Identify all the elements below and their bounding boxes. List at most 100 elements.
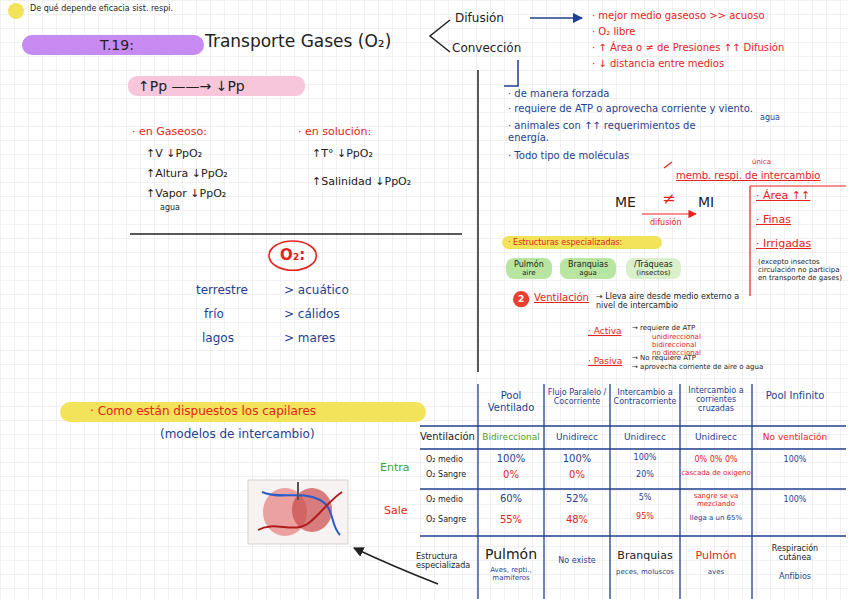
note-text: lagos — [202, 332, 234, 346]
note-text: Intercambio a Contracorriente — [611, 388, 679, 406]
note-text: → Lleva aire desde medio externo a nivel… — [596, 292, 746, 310]
arrow — [642, 213, 696, 214]
note-text: 100% — [563, 453, 592, 465]
note-text: Respiración cutánea — [760, 544, 830, 562]
note-text: MI — [698, 194, 714, 210]
note-text: bidireccional — [652, 341, 696, 349]
title-band: T.19: — [22, 35, 204, 55]
note-text: ↑T° ↓PpO₂ — [312, 148, 373, 161]
note-text: No existe — [555, 556, 599, 565]
table-line — [679, 384, 680, 599]
note-text: 100% — [784, 455, 807, 464]
note-text: ME — [615, 194, 636, 210]
note-text: · Activa — [588, 326, 622, 336]
note-text: 48% — [566, 514, 588, 526]
lung-illustration — [248, 480, 348, 544]
node-text: T.19: — [100, 37, 134, 53]
note-text: Convección — [452, 42, 521, 56]
node-text: · Estructuras especializadas: — [508, 238, 622, 247]
note-text: 55% — [500, 514, 522, 526]
note-text: · O₂ libre — [592, 26, 635, 38]
note-text: ≠ — [662, 190, 675, 208]
note-text: llega a un 65% — [690, 514, 742, 522]
note-text: · requiere de ATP o aprovecha corriente … — [508, 103, 753, 115]
note-text: O₂ medio — [426, 495, 463, 504]
note-text: > acuático — [284, 284, 349, 298]
note-text: 60% — [500, 493, 522, 505]
table-line — [477, 384, 478, 599]
note-text: ↑Vapor ↓PpO₂ — [146, 188, 226, 201]
note-text: No ventilación — [763, 432, 827, 442]
note-text: Flujo Paralelo / Cocorriente — [545, 388, 609, 406]
note-text: agua — [760, 113, 780, 122]
node-text: Branquias — [568, 260, 608, 269]
note-text: terrestre — [196, 284, 248, 298]
node-text: 2 — [518, 294, 524, 304]
note-text: frío — [204, 308, 224, 322]
note-text: Anfibios — [779, 572, 811, 581]
note-text: Pulmón — [696, 550, 737, 563]
note-text: 0% — [503, 469, 519, 481]
pressure-band: ↑Pp ——→ ↓Pp — [128, 76, 305, 96]
note-text: O₂ Sangre — [426, 470, 466, 479]
note-text: Unidirecc — [556, 432, 598, 442]
note-text: 5% — [639, 493, 652, 502]
number-circle: 2 — [512, 290, 530, 308]
note-text: aves — [708, 568, 724, 576]
table-line — [420, 448, 846, 449]
table-line — [420, 488, 846, 489]
highlight-band: · Como están dispuestos los capilares — [60, 402, 426, 422]
bronchiole — [297, 482, 299, 500]
note-text: peces, moluscos — [616, 568, 674, 576]
note-text: memb. respi. de intercambio — [676, 170, 820, 182]
note-text: 0% — [569, 469, 585, 481]
note-text: Branquias — [617, 550, 672, 563]
note-text: O₂ Sangre — [426, 515, 466, 524]
note-text: · Pasiva — [588, 356, 622, 366]
note-text: (excepto insectos circulación no partici… — [758, 258, 842, 282]
note-text: ↑V ↓PpO₂ — [146, 148, 202, 161]
bracket — [750, 186, 846, 296]
oxygen-ellipse: O₂: — [268, 240, 317, 271]
note-text: Bidireccional — [482, 432, 540, 442]
node-subtext: aire — [514, 269, 544, 277]
note-text: Pulmón — [485, 546, 537, 562]
note-text: 100% — [634, 453, 657, 462]
table-line — [609, 384, 610, 599]
note-text: > mares — [284, 332, 335, 346]
arrow — [530, 17, 582, 19]
note-text: Pool Infinito — [760, 390, 830, 402]
note-text: 52% — [566, 493, 588, 505]
note-text: Unidirecc — [624, 432, 666, 442]
note-text: · Todo tipo de moléculas — [508, 150, 629, 162]
note-text: difusión — [650, 218, 682, 227]
note-text: · mejor medio gaseoso >> acuoso — [592, 10, 765, 22]
note-text: → No requiere ATP — [632, 354, 696, 362]
highlight-band: · Estructuras especializadas: — [502, 236, 662, 249]
note-text: unidireccional — [652, 333, 701, 341]
note-text: agua — [160, 203, 180, 212]
structure-pill: /Tráqueas(insectos) — [626, 258, 681, 279]
node-text: O₂: — [280, 247, 305, 264]
note-text: → requiere de ATP — [632, 324, 695, 332]
note-text: (modelos de intercambio) — [160, 428, 315, 442]
divider — [130, 233, 462, 235]
note-text: Ventilación — [534, 292, 589, 304]
note-text: Difusión — [455, 12, 504, 26]
note-text: Sale — [384, 505, 408, 518]
node-text: · Como están dispuestos los capilares — [90, 405, 316, 419]
node-outline-shape — [269, 241, 316, 270]
note-text: Aves, repti., mamíferos — [480, 566, 542, 582]
note-text: Unidirecc — [695, 432, 737, 442]
note-text: ↑Salinidad ↓PpO₂ — [312, 176, 411, 189]
note-text: 95% — [636, 512, 654, 521]
note-text: · ↓ distancia entre medios — [592, 58, 724, 70]
node-text: ↑Pp ——→ ↓Pp — [138, 78, 245, 94]
note-text: 20% — [636, 470, 654, 479]
node-text: /Tráqueas — [634, 260, 673, 269]
note-text: única — [752, 158, 771, 166]
note-text: 0% 0% 0% — [694, 455, 737, 464]
note-text: Estructura especializada — [416, 552, 476, 570]
